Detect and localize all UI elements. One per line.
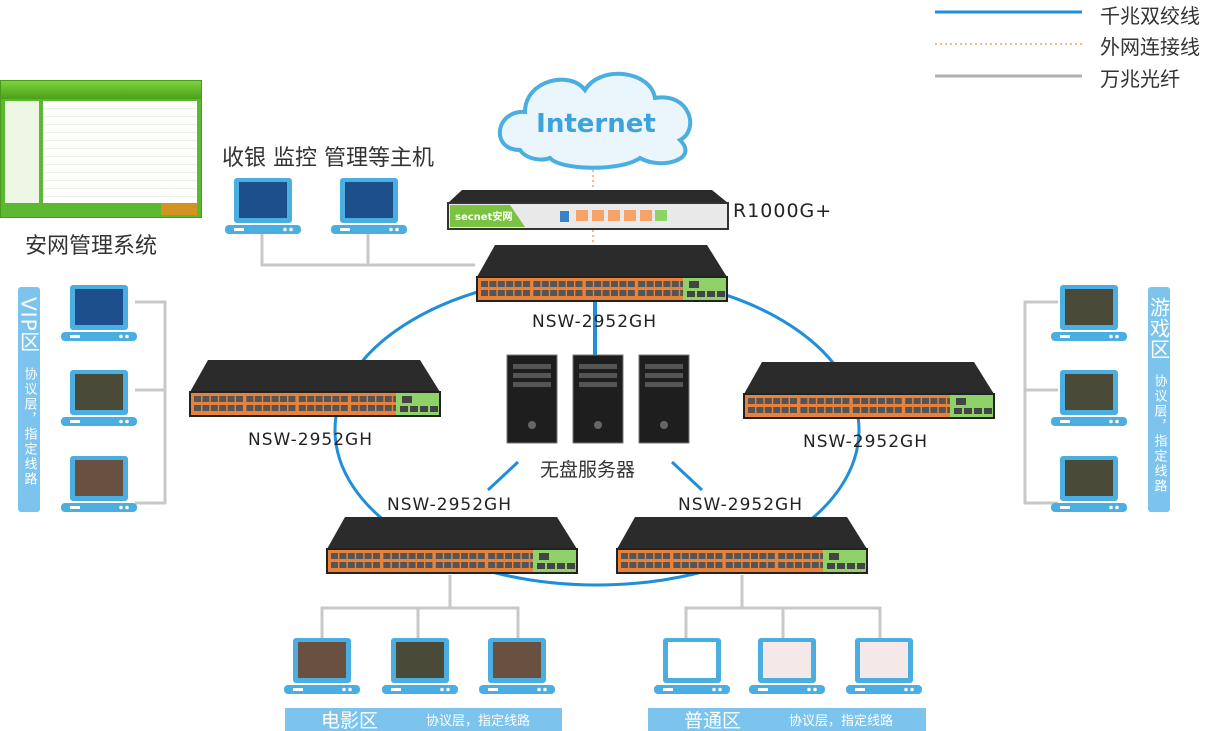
laptop-icon (382, 638, 458, 694)
laptop-icon (654, 638, 730, 694)
switch-right (743, 362, 995, 419)
switch-bottom-right (616, 517, 868, 574)
laptop-icon (225, 178, 301, 234)
laptop-icon (331, 178, 407, 234)
bottom-right-switch-label: NSW-2952GH (678, 495, 803, 515)
laptop-icon (749, 638, 825, 694)
left-switch-label: NSW-2952GH (248, 430, 373, 450)
internet-label: Internet (536, 109, 656, 139)
movie-zone-title: 电影区 (321, 710, 379, 731)
laptop-icon (479, 638, 555, 694)
switch-left (189, 360, 441, 417)
router-brand-logo: secnet安网 (455, 210, 512, 223)
router-model-label: R1000G+ (733, 200, 833, 222)
movie-zone-note: 协议层，指定线路 (426, 714, 531, 729)
core-switch-label: NSW-2952GH (532, 312, 657, 332)
server-link-right (670, 460, 704, 492)
switch-core (476, 245, 728, 302)
switch-bottom-left (326, 517, 578, 574)
server-tower-icon (638, 354, 690, 444)
router-device: secnet安网 (447, 190, 729, 230)
laptop-icon (61, 285, 137, 341)
legend-label-wan: 外网连接线 (1100, 35, 1200, 59)
bottom-left-switch-label: NSW-2952GH (387, 495, 512, 515)
game-zone-note: 协议层，指定线路 (1151, 374, 1167, 494)
laptop-icon (846, 638, 922, 694)
movie-zone-bar: 电影区 协议层，指定线路 (285, 708, 562, 731)
right-switch-label: NSW-2952GH (803, 432, 928, 452)
normal-zone-bar: 普通区 协议层，指定线路 (648, 708, 926, 731)
normal-zone-title: 普通区 (684, 710, 742, 731)
legend-label-gigabit: 千兆双绞线 (1100, 4, 1200, 28)
management-system-screenshot (0, 80, 202, 218)
laptop-icon (61, 456, 137, 512)
server-link-left (486, 460, 520, 492)
hosts-label: 收银 监控 管理等主机 (222, 146, 434, 171)
normal-zone-note: 协议层，指定线路 (789, 714, 894, 729)
game-zone-panel: 游戏区 协议层，指定线路 (1147, 287, 1171, 512)
laptop-icon (284, 638, 360, 694)
disk-servers (506, 354, 690, 444)
server-label: 无盘服务器 (537, 455, 639, 482)
laptop-icon (1051, 370, 1127, 426)
game-zone-title: 游戏区 (1146, 297, 1171, 360)
vip-zone-title: VIP区 (16, 297, 41, 353)
server-tower-icon (506, 354, 558, 444)
internet-cloud-icon (497, 71, 693, 170)
vip-zone-panel: VIP区 协议层，指定线路 (17, 287, 41, 512)
server-tower-icon (572, 354, 624, 444)
management-label: 安网管理系统 (25, 234, 158, 259)
laptop-icon (1051, 456, 1127, 512)
laptop-icon (1051, 285, 1127, 341)
laptop-icon (61, 370, 137, 426)
vip-zone-note: 协议层，指定线路 (21, 366, 37, 487)
legend-label-fiber: 万兆光纤 (1100, 67, 1180, 91)
access-links (135, 232, 1058, 640)
